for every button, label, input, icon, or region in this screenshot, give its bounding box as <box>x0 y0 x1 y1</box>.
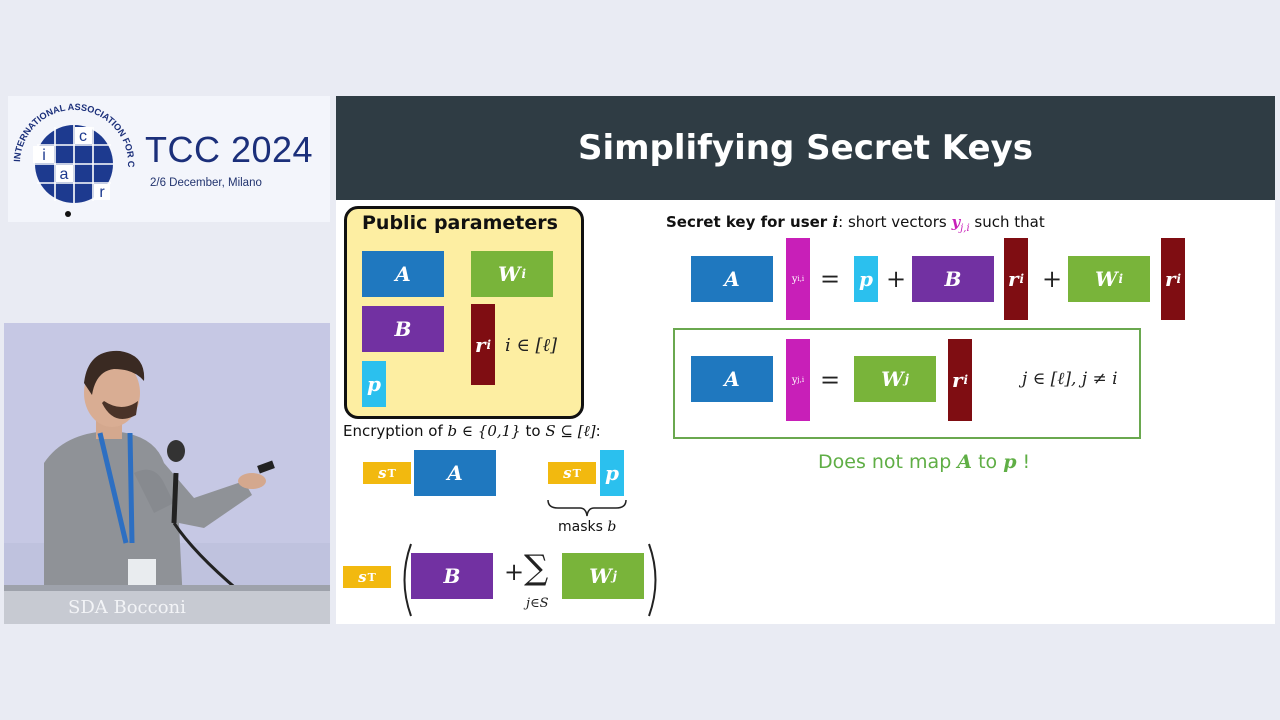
speaker-scene: SDA Bocconi <box>4 323 330 624</box>
public-parameters-title: Public parameters <box>362 212 558 234</box>
plus-sign: + <box>504 558 525 586</box>
logo-letter-c: c <box>79 128 87 145</box>
index-range: i ∈ [ℓ] <box>505 335 558 356</box>
logo-letter-i: i <box>42 147 46 164</box>
summation-index: j∈S <box>526 596 549 611</box>
left-paren <box>403 543 412 617</box>
right-paren <box>648 543 657 617</box>
sk2-matrix-A: A <box>691 356 773 402</box>
masks-label: masks b <box>558 519 617 535</box>
podium-logo-text: SDA Bocconi <box>68 597 186 618</box>
matrix-B: B <box>362 306 444 352</box>
does-not-map-note: Does not map A to p ! <box>818 451 1031 473</box>
per-index-constraint-box <box>673 328 1141 439</box>
index-condition: j ∈ [ℓ], j ≠ i <box>1022 369 1118 389</box>
sk-vector-p: p <box>854 256 878 302</box>
slide: Simplifying Secret Keys Public parameter… <box>336 96 1275 624</box>
logo-letter-a: a <box>60 166 69 183</box>
speaker-video: SDA Bocconi <box>4 323 330 624</box>
encryption-description: Encryption of b ∈ {0,1} to S ⊆ [ℓ]: <box>343 422 601 440</box>
matrix-A: A <box>362 251 444 297</box>
plus-sign-1: + <box>886 265 907 293</box>
vector-p: p <box>362 361 386 407</box>
conference-dates: 2/6 December, Milano <box>150 177 262 189</box>
underbrace <box>547 499 627 517</box>
plus-sign-2: + <box>1042 265 1063 293</box>
enc-matrix-A: A <box>414 450 496 496</box>
sk-matrix-B: B <box>912 256 994 302</box>
equals-sign: = <box>820 265 841 293</box>
equals-sign-2: = <box>820 366 841 394</box>
secret-key-heading: Secret key for user i: short vectors yj,… <box>666 213 1045 234</box>
slide-header-bar <box>336 96 1275 200</box>
summation-sign: ∑ <box>524 548 549 588</box>
conference-title: TCC 2024 <box>145 129 314 170</box>
iacr-logo: INTERNATIONAL ASSOCIATION FOR CRYPTOLOGI… <box>8 96 136 217</box>
enc-matrix-B: B <box>411 553 493 599</box>
slide-title: Simplifying Secret Keys <box>577 128 1034 168</box>
conference-logo-panel: INTERNATIONAL ASSOCIATION FOR CRYPTOLOGI… <box>8 96 330 222</box>
enc-vector-p: p <box>600 450 624 496</box>
sk-matrix-A: A <box>691 256 773 302</box>
logo-letter-r: r <box>99 184 105 201</box>
